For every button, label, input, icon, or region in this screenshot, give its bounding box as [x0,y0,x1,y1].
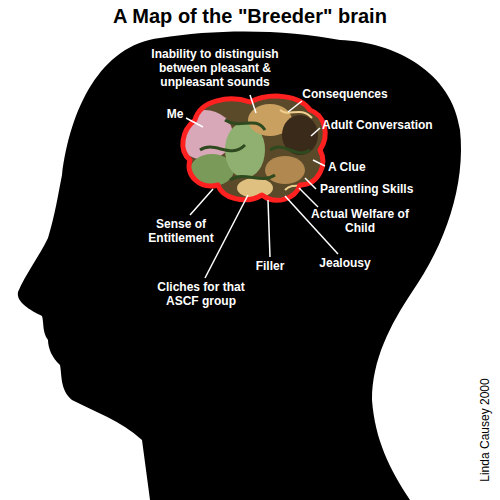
brain-region-label: Inability to distinguish between pleasan… [140,47,290,89]
head-silhouette [18,31,461,500]
leader-lines [186,95,338,278]
brain-region-label: Jealousy [312,256,378,270]
brain-region-label: Cliches for that ASCF group [145,280,257,308]
brain-outline [183,96,325,200]
title: A Map of the "Breeder" brain [0,4,500,28]
brain-region-label: A Clue [328,160,388,174]
brain-region-label: Adult Conversation [322,118,452,132]
brain-region-label: Filler [250,259,290,273]
brain-region-label: Actual Welfare of Child [310,207,410,235]
watermark: Linda Causey 2000 [478,355,492,500]
brain-region-label: Me [160,107,190,121]
brain-region-label: Sense of Entitlement [138,217,224,245]
brain-region-label: Consequences [295,87,395,101]
brain-region-label: Parentling Skills [320,182,440,196]
brain-tissue [170,90,340,210]
